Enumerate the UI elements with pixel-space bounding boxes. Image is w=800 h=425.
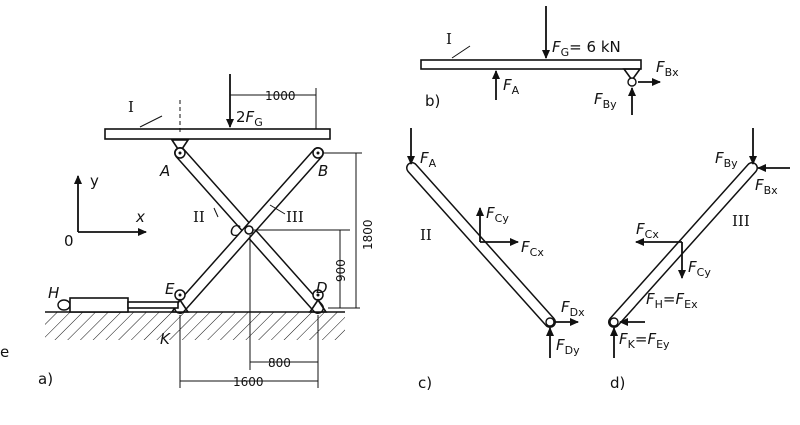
dim-1600: 1600	[233, 375, 264, 389]
member-III-label: III	[286, 208, 304, 226]
load-label-a: 2FG	[236, 108, 263, 129]
platform-I-fbd	[420, 59, 642, 70]
member-I-label: I	[128, 98, 134, 116]
panel-c-label: c)	[418, 374, 432, 392]
point-K-label: K	[160, 330, 171, 348]
point-H-label: H	[48, 284, 59, 302]
panel-d-label: d)	[610, 374, 625, 392]
panel-b-label: b)	[425, 92, 440, 110]
stray-e: e	[0, 343, 9, 361]
bar-II-fbd	[407, 163, 555, 327]
member-II-fbd-label: II	[420, 226, 432, 244]
y-axis-label: y	[90, 172, 99, 190]
member-I-fbd-label: I	[446, 30, 452, 48]
force-FCx-d-label: FCx	[636, 220, 659, 241]
force-FCy-d-label: FCy	[688, 258, 711, 279]
point-C-label: C	[230, 222, 241, 240]
force-FA-c-label: FA	[420, 149, 437, 170]
force-FBx-d-label: FBx	[755, 176, 778, 197]
support-A	[170, 139, 190, 154]
platform-I	[104, 128, 331, 140]
force-FH-d-label: FH=FEx	[646, 290, 698, 311]
pin-C	[244, 225, 254, 235]
x-axis-label: x	[135, 208, 145, 226]
force-FK-d-label: FK=FEy	[619, 330, 670, 351]
panel-a-label: a)	[38, 370, 53, 388]
hydraulic-cylinder	[57, 297, 179, 313]
dim-800: 800	[268, 356, 291, 370]
point-E-label: E	[165, 280, 175, 298]
member-II-label: II	[193, 208, 205, 226]
force-FBx-b-label: FBx	[656, 58, 679, 79]
force-FBy-b-label: FBy	[594, 90, 617, 111]
pin-B-fbd	[627, 77, 637, 87]
point-B-label: B	[318, 162, 328, 180]
origin-label: 0	[64, 232, 74, 250]
ground	[45, 311, 345, 340]
member-III-fbd-label: III	[732, 212, 750, 230]
force-FCy-c-label: FCy	[486, 204, 509, 225]
force-FA-b-label: FA	[503, 76, 520, 97]
dim-1800: 1800	[361, 219, 375, 250]
dim-900: 900	[334, 259, 348, 282]
force-FDx-c-label: FDx	[561, 298, 585, 319]
force-FDy-c-label: FDy	[556, 336, 580, 357]
point-A-label: A	[159, 162, 170, 180]
dim-1000: 1000	[265, 89, 296, 103]
force-FBy-d-label: FBy	[715, 149, 738, 170]
bar-III-fbd	[609, 163, 757, 327]
point-D-label: D	[316, 279, 328, 297]
load-label-b: FG= 6 kN	[552, 38, 621, 59]
force-FCx-c-label: FCx	[521, 238, 544, 259]
